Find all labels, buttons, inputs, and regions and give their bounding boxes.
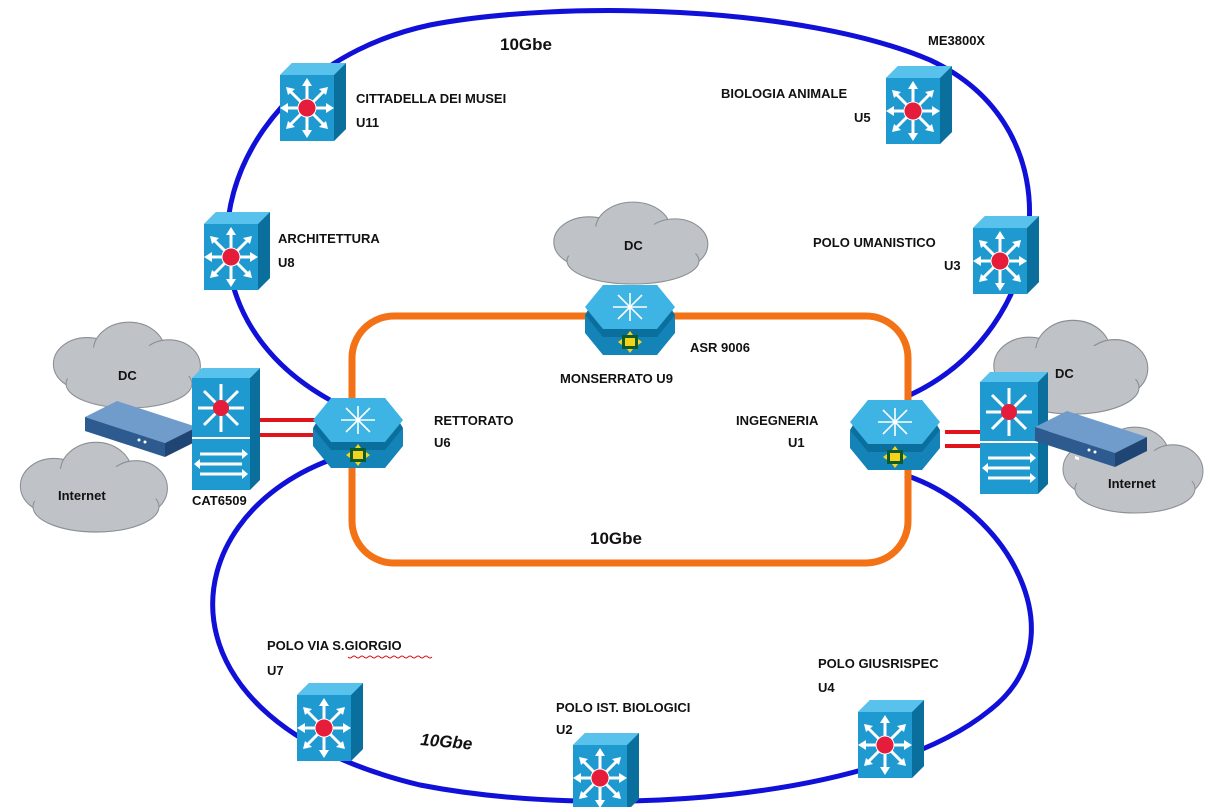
- switch-biologia[interactable]: [884, 64, 954, 146]
- lower-ring: [210, 457, 1034, 804]
- router-icon: [584, 284, 676, 356]
- cittadella-code: U11: [356, 115, 379, 130]
- multilayer-switch-icon: [571, 731, 641, 807]
- rettorato-code: U6: [434, 435, 451, 450]
- biologia-code: U5: [854, 110, 871, 125]
- architettura-code: U8: [278, 255, 295, 270]
- router-rettorato[interactable]: [312, 397, 404, 469]
- biologici-label: POLO IST. BIOLOGICI: [556, 700, 690, 715]
- giusrispec-code: U4: [818, 680, 835, 695]
- router-icon: [312, 397, 404, 469]
- rettorato-label: RETTORATO: [434, 413, 513, 428]
- right-internet-label: Internet: [1108, 476, 1156, 491]
- multilayer-switch-icon: [884, 64, 954, 146]
- sgiorgio-label: POLO VIA S.GIORGIO: [267, 638, 402, 653]
- ingegneria-code: U1: [788, 435, 805, 450]
- multilayer-switch-icon: [190, 366, 262, 492]
- firewall-appliance-icon: [1035, 411, 1147, 467]
- left-dc-label: DC: [118, 368, 137, 383]
- architettura-label: ARCHITETTURA: [278, 231, 380, 246]
- multilayer-switch-icon: [971, 214, 1041, 296]
- biologia-label: BIOLOGIA ANIMALE: [721, 86, 847, 101]
- switch-umanistico[interactable]: [971, 214, 1041, 296]
- cloud-icon: [52, 321, 201, 409]
- router-monserrato[interactable]: [584, 284, 676, 356]
- model-label-me3800x: ME3800X: [928, 33, 985, 48]
- monserrato-name: MONSERRATO U9: [560, 371, 673, 386]
- router-icon: [849, 399, 941, 471]
- left-internet-label: Internet: [58, 488, 106, 503]
- right-dc-label: DC: [1055, 366, 1074, 381]
- left-cat6509-switch[interactable]: [190, 366, 262, 492]
- center-dc-label: DC: [624, 238, 643, 253]
- multilayer-switch-icon: [295, 681, 365, 763]
- giusrispec-label: POLO GIUSRISPEC: [818, 656, 939, 671]
- link-label-bottom: 10Gbe: [420, 730, 473, 753]
- umanistico-code: U3: [944, 258, 961, 273]
- left-switch-model: CAT6509: [192, 493, 247, 508]
- left-uplinks: [252, 418, 318, 437]
- left-dc-cloud: [52, 321, 201, 409]
- router-ingegneria[interactable]: [849, 399, 941, 471]
- ingegneria-label: INGEGNERIA: [736, 413, 819, 428]
- switch-giusrispec[interactable]: [856, 698, 926, 780]
- switch-sgiorgio[interactable]: [295, 681, 365, 763]
- monserrato-model: ASR 9006: [690, 340, 750, 355]
- sgiorgio-code: U7: [267, 663, 284, 678]
- switch-architettura[interactable]: [202, 210, 272, 292]
- link-label-inner: 10Gbe: [590, 529, 642, 548]
- umanistico-label: POLO UMANISTICO: [813, 235, 936, 250]
- switch-biologici[interactable]: [571, 731, 641, 807]
- switch-cittadella[interactable]: [278, 61, 348, 143]
- biologici-code: U2: [556, 722, 573, 737]
- spellcheck-underline: [347, 655, 433, 659]
- right-firewall[interactable]: [1035, 411, 1147, 467]
- multilayer-switch-icon: [202, 210, 272, 292]
- link-label-top: 10Gbe: [500, 35, 552, 54]
- multilayer-switch-icon: [856, 698, 926, 780]
- cittadella-label: CITTADELLA DEI MUSEI: [356, 91, 506, 106]
- multilayer-switch-icon: [278, 61, 348, 143]
